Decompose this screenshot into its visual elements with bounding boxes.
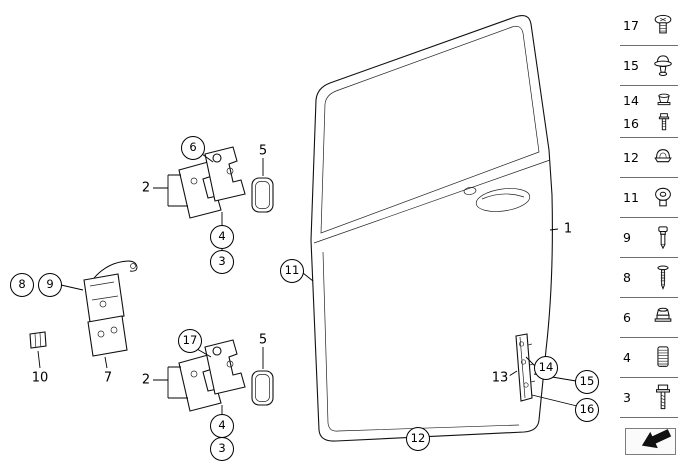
callout-8[interactable]: 8 [10, 273, 34, 297]
expansion-rivet-icon [651, 264, 675, 292]
part-number: 12 [623, 150, 639, 165]
callout-3-upper[interactable]: 3 [210, 250, 234, 274]
part-number: 17 [623, 18, 639, 33]
part-number: 8 [623, 270, 631, 285]
clip [29, 331, 47, 349]
sidebar-item-3[interactable]: 3 [620, 378, 678, 418]
part-number: 16 [623, 115, 639, 131]
hinge-pin [212, 153, 222, 163]
lock-bracket [515, 333, 536, 402]
sidebar-item-8[interactable]: 8 [620, 258, 678, 298]
fasteners-sidebar: 17 15 [620, 6, 678, 418]
bolt-icon [653, 112, 675, 134]
direction-arrow-box [625, 428, 676, 455]
part-number: 9 [623, 230, 631, 245]
callout-2-upper[interactable]: 2 [140, 180, 152, 196]
flange-nut-icon [653, 89, 675, 111]
shoulder-screw-icon [651, 224, 675, 252]
door-outline [310, 15, 553, 442]
dome-grommet-icon [651, 145, 675, 171]
direction-arrow-icon [641, 429, 672, 449]
callout-6-upper[interactable]: 6 [181, 136, 205, 160]
part-number: 3 [623, 390, 631, 405]
callout-12[interactable]: 12 [406, 427, 430, 451]
hex-bolt-icon [651, 383, 675, 413]
sidebar-item-4[interactable]: 4 [620, 338, 678, 378]
callout-17-lower[interactable]: 17 [178, 329, 202, 353]
hinge-pin [212, 346, 222, 356]
torx-screw-icon [651, 12, 675, 40]
sidebar-item-11[interactable]: 11 [620, 178, 678, 218]
sidebar-item-6[interactable]: 6 [620, 298, 678, 338]
door-seal-lower [251, 370, 274, 406]
part-number: 14 [623, 92, 639, 108]
callout-10[interactable]: 10 [30, 370, 50, 386]
sidebar-item-12[interactable]: 12 [620, 138, 678, 178]
callout-4-upper[interactable]: 4 [210, 225, 234, 249]
sidebar-item-17[interactable]: 17 [620, 6, 678, 46]
callout-16[interactable]: 16 [575, 398, 599, 422]
sidebar-item-14-16[interactable]: 14 16 [620, 86, 678, 138]
callout-5-upper[interactable]: 5 [257, 143, 269, 159]
callout-1[interactable]: 1 [562, 221, 574, 237]
callout-11[interactable]: 11 [280, 259, 304, 283]
door-brake [83, 260, 138, 357]
door-handle [463, 187, 531, 212]
callout-2-lower[interactable]: 2 [140, 372, 152, 388]
callout-15[interactable]: 15 [575, 370, 599, 394]
callout-7[interactable]: 7 [102, 370, 114, 386]
plug-grommet-icon [651, 52, 675, 80]
callout-13[interactable]: 13 [490, 370, 510, 386]
threaded-sleeve-icon [651, 344, 675, 372]
callout-3-lower[interactable]: 3 [210, 437, 234, 461]
lower-hinge [178, 339, 246, 412]
callout-9[interactable]: 9 [38, 273, 62, 297]
part-number: 4 [623, 350, 631, 365]
window-frame [320, 25, 540, 234]
sidebar-item-15[interactable]: 15 [620, 46, 678, 86]
door-seal-upper [251, 177, 274, 213]
part-number: 11 [623, 190, 639, 205]
callout-14[interactable]: 14 [534, 356, 558, 380]
part-number: 6 [623, 310, 631, 325]
upper-hinge [178, 146, 246, 219]
callout-5-lower[interactable]: 5 [257, 332, 269, 348]
callout-4-lower[interactable]: 4 [210, 414, 234, 438]
part-number: 15 [623, 58, 639, 73]
round-plug-icon [651, 185, 675, 211]
flange-nut-icon [651, 305, 675, 331]
sidebar-item-9[interactable]: 9 [620, 218, 678, 258]
